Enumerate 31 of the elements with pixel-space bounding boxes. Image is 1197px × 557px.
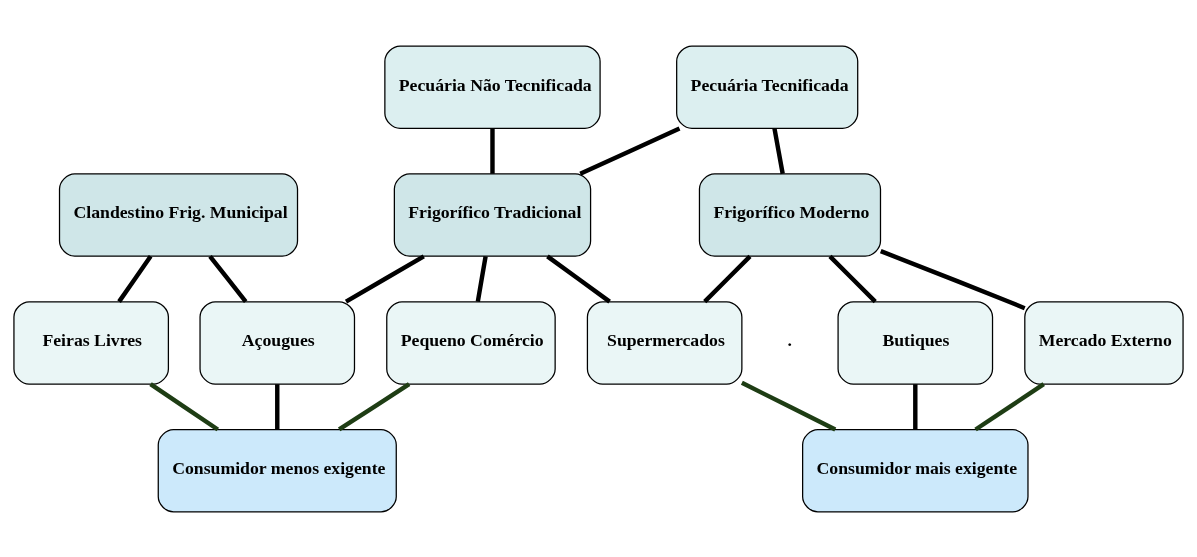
node-box: Consumidor menos exigente (157, 428, 397, 513)
connector (913, 383, 918, 429)
connector (772, 127, 785, 174)
connector (828, 254, 877, 303)
node-box: Pecuária Não Tecnificada (384, 44, 601, 129)
connector (337, 381, 411, 431)
node-box: Supermercados (586, 300, 743, 385)
connector (117, 254, 153, 303)
node-box: Açougues (199, 300, 356, 385)
node-box: Mercado Externo (1024, 300, 1184, 385)
connector (149, 381, 220, 431)
connector (879, 248, 1026, 310)
connector (974, 381, 1045, 431)
node-box: Clandestino Frig. Municipal (58, 172, 299, 257)
node-box: Pecuária Tecnificada (676, 44, 859, 129)
label: . (787, 329, 792, 350)
node-box: Butiques (837, 300, 994, 385)
node-box: Consumidor mais exigente (802, 428, 1029, 513)
node-box: Frigorífico Moderno (698, 172, 882, 257)
node-box: Pequeno Comércio (386, 300, 556, 385)
connector (546, 254, 611, 303)
connector (475, 255, 488, 302)
node-box: Frigorífico Tradicional (393, 172, 592, 257)
connector (579, 125, 681, 176)
connector (275, 383, 280, 429)
node-box: Feiras Livres (13, 300, 170, 385)
connector (208, 254, 248, 303)
connector (344, 253, 425, 304)
connector (703, 254, 752, 303)
connector (740, 380, 837, 431)
connector (490, 128, 495, 174)
